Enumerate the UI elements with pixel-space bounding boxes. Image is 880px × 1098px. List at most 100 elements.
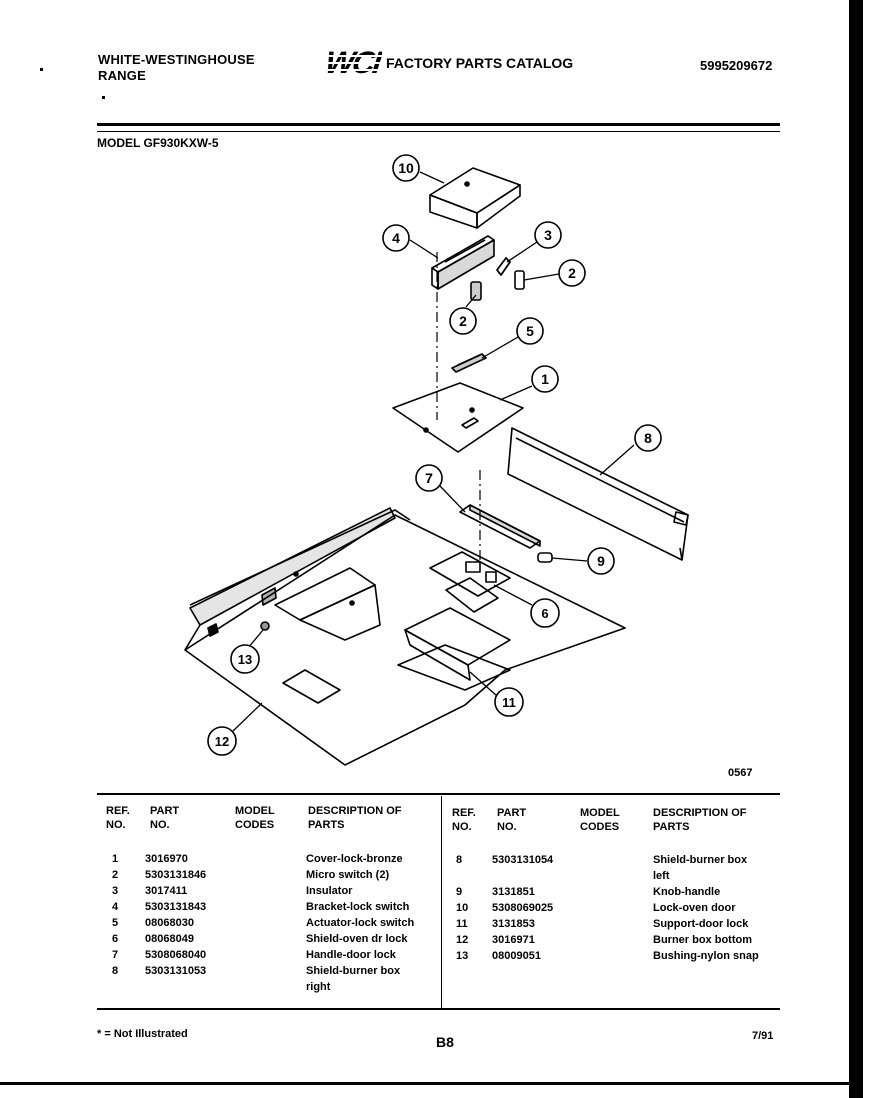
row-desc: Bushing-nylon snap: [653, 950, 759, 962]
row-desc: Shield-burner box: [306, 965, 401, 977]
callout-1: 1: [531, 365, 559, 393]
part-5-actuator: [451, 353, 487, 373]
row-ref: 5: [112, 917, 119, 929]
row-ref: 4: [112, 901, 119, 913]
callout-7: 7: [415, 464, 443, 492]
row-desc: Burner box bottom: [653, 934, 752, 946]
svg-text:2: 2: [459, 313, 467, 329]
header-part-no-right: PART NO.: [497, 807, 527, 833]
catalog-number: 5995209672: [700, 58, 773, 73]
page-number: B8: [436, 1034, 454, 1050]
row-part: 5308068040: [145, 949, 207, 961]
callout-11: 11: [494, 687, 524, 717]
row-ref: 3: [112, 885, 119, 897]
row-desc: Lock-oven door: [653, 902, 736, 914]
row-part: 3016970: [145, 853, 188, 865]
table-top-rule: [97, 793, 780, 795]
catalog-title: FACTORY PARTS CATALOG: [386, 55, 574, 71]
row-ref: 1: [112, 853, 119, 865]
row-ref: 2: [112, 869, 119, 881]
callout-13: 13: [230, 644, 260, 674]
row-part: 08068049: [145, 933, 194, 945]
row-desc: Shield-oven dr lock: [306, 933, 408, 945]
row-ref: 9: [456, 886, 463, 898]
row-part: 5303131843: [145, 901, 207, 913]
part-8-shield: [507, 427, 689, 561]
row-part: 3131853: [492, 918, 535, 930]
part-4-bracket: [431, 235, 495, 290]
header-model-codes: MODEL CODES: [235, 805, 275, 831]
callout-8: 8: [634, 424, 662, 452]
part-3-insulator: [496, 257, 511, 276]
bottom-border: [0, 1082, 862, 1085]
part-11-support: [397, 607, 511, 691]
svg-text:1: 1: [541, 371, 549, 387]
row-part: 3016971: [492, 934, 535, 946]
row-part: 08068030: [145, 917, 194, 929]
header-description: DESCRIPTION OF PARTS: [308, 805, 402, 831]
exploded-parts-diagram: 10 4 3 2 2 5 1 8 7 9 6 11 12 13: [184, 154, 689, 766]
row-ref: 6: [112, 933, 119, 945]
row-part: 5308069025: [492, 902, 554, 914]
part-2-switch-b: [470, 281, 482, 301]
revision-date: 7/91: [752, 1030, 774, 1042]
row-desc: Knob-handle: [653, 886, 721, 898]
callout-10: 6: [530, 598, 560, 628]
table-column-divider: [441, 796, 442, 1008]
wci-logo: WCI: [322, 46, 382, 76]
row-ref: 10: [456, 902, 469, 914]
scan-speck: [102, 96, 105, 99]
row-desc: Cover-lock-bronze: [306, 853, 403, 865]
scan-speck: [40, 68, 43, 71]
part-9-knob: [537, 552, 553, 563]
header-part-no: PART NO.: [150, 805, 180, 831]
part-6-shield: [429, 167, 521, 229]
svg-text:2: 2: [568, 265, 576, 281]
row-desc: Bracket-lock switch: [306, 901, 410, 913]
leader-lines: [231, 171, 635, 733]
row-part: 5303131054: [492, 854, 554, 866]
callout-6: 10: [392, 154, 420, 182]
svg-text:6: 6: [541, 606, 548, 621]
header-rule-thin: [97, 131, 780, 132]
row-desc: Handle-door lock: [306, 949, 396, 961]
row-desc: Insulator: [306, 885, 353, 897]
row-ref: 13: [456, 950, 469, 962]
row-ref: 12: [456, 934, 469, 946]
row-desc: Shield-burner box: [653, 854, 748, 866]
header-model-codes-right: MODEL CODES: [580, 807, 620, 833]
part-2-switch-a: [514, 270, 525, 290]
svg-text:4: 4: [392, 230, 400, 246]
callout-2: 2: [449, 307, 477, 335]
callout-3: 3: [534, 221, 562, 249]
part-13-bushing: [260, 621, 270, 631]
svg-text:13: 13: [238, 652, 252, 667]
row-part: 5303131053: [145, 965, 207, 977]
header-description-right: DESCRIPTION OF PARTS: [653, 807, 747, 833]
svg-text:8: 8: [644, 430, 652, 446]
callout-12: 12: [207, 726, 237, 756]
row-desc-continued: right: [306, 981, 331, 993]
svg-text:11: 11: [502, 695, 516, 710]
row-part: 3131851: [492, 886, 535, 898]
svg-text:12: 12: [215, 734, 229, 749]
callout-2: 2: [558, 259, 586, 287]
part-1-cover: [392, 382, 524, 453]
row-part: 3017411: [145, 885, 188, 897]
row-desc: Micro switch (2): [306, 869, 390, 881]
svg-text:7: 7: [425, 470, 433, 486]
part-12-bottom: [184, 507, 626, 766]
right-border: [849, 0, 863, 1098]
row-part: 08009051: [492, 950, 541, 962]
row-ref: 11: [456, 918, 468, 930]
part-10-lock: [429, 551, 511, 613]
row-desc: Support-door lock: [653, 918, 749, 930]
diagram-code: 0567: [728, 767, 753, 779]
logo-text: WCI: [322, 46, 382, 76]
svg-text:5: 5: [526, 323, 534, 339]
callout-5: 5: [516, 317, 544, 345]
svg-text:9: 9: [597, 553, 605, 569]
header-ref-no: REF. NO.: [106, 805, 130, 831]
row-part: 5303131846: [145, 869, 207, 881]
product-type: RANGE: [98, 68, 146, 83]
